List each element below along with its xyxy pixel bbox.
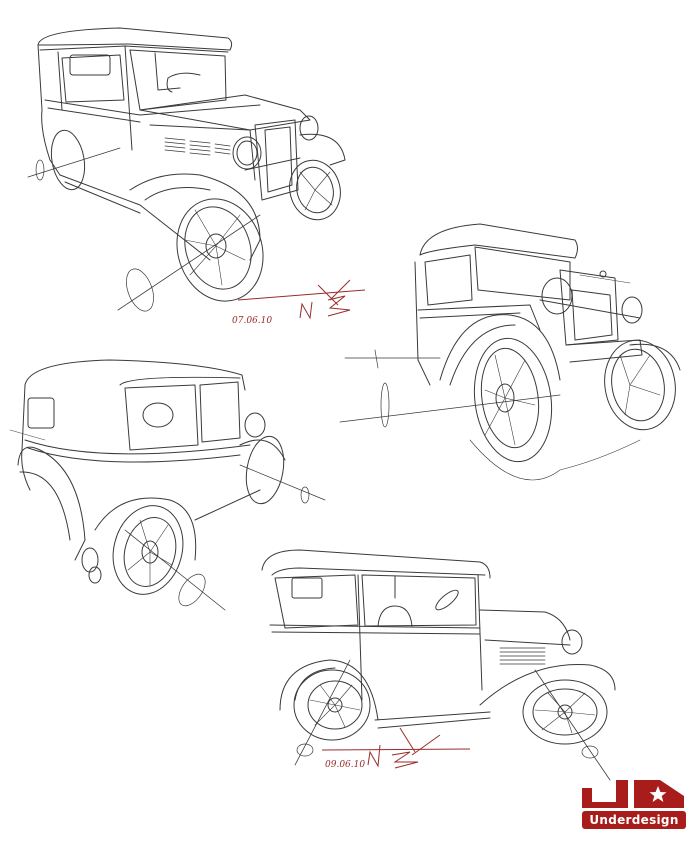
star-icon [649,786,667,802]
signature-top: 07.06.10 [232,279,366,326]
logo-letter-j-shape [582,780,628,808]
car-sketch-front-low [339,223,681,481]
car-sketch-side [261,549,616,781]
underdesign-logo: Underdesign [582,780,686,829]
logo-wordplate [582,811,686,829]
svg-text:09.06.10: 09.06.10 [325,760,365,770]
car-sketch-rear [9,359,326,611]
signature-bottom: 09.06.10 [321,727,471,770]
svg-text:07.06.10: 07.06.10 [232,316,272,326]
logo-text: Underdesign [589,813,678,827]
car-sketch-front-high [27,27,346,312]
